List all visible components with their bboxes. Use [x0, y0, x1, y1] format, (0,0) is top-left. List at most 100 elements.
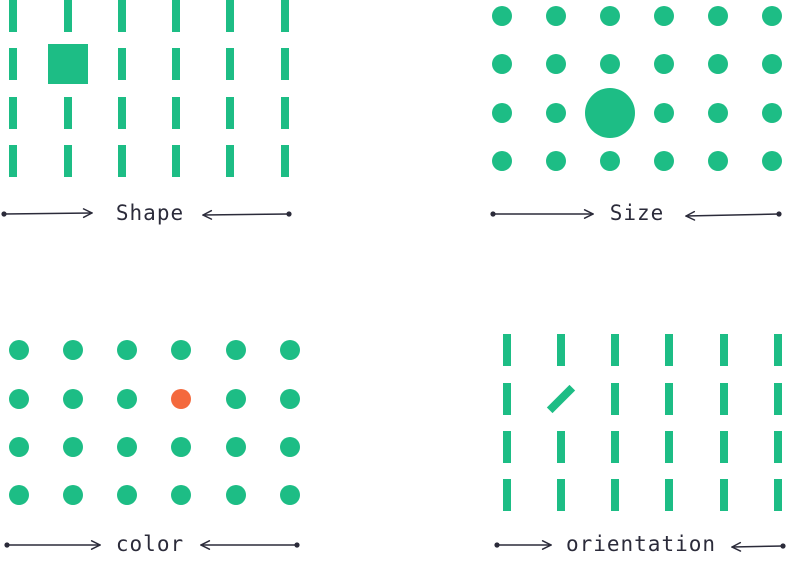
grid-bar-mark: [611, 431, 619, 463]
orientation-caption: orientation: [494, 532, 786, 556]
grid-bar-mark: [118, 97, 126, 129]
grid-bar-mark: [665, 431, 673, 463]
grid-dot-mark: [63, 485, 83, 505]
grid-bar-mark: [611, 334, 619, 366]
grid-dot-mark: [9, 437, 29, 457]
right-arrow-dot: [294, 542, 300, 548]
grid-bar-mark: [9, 48, 17, 80]
panel-orientation: orientation: [494, 334, 786, 556]
grid-dot-mark: [117, 485, 137, 505]
grid-dot-mark: [762, 54, 782, 74]
grid-dot-mark: [762, 6, 782, 26]
panel-shape: Shape: [1, 0, 292, 225]
grid-dot-mark: [708, 151, 728, 171]
grid-dot-mark: [492, 54, 512, 74]
grid-bar-mark: [557, 431, 565, 463]
grid-bar-mark: [720, 479, 728, 511]
left-arrow-dot: [4, 542, 10, 548]
grid-dot-mark: [654, 54, 674, 74]
grid-dot-mark: [226, 389, 246, 409]
grid-bar-mark: [503, 431, 511, 463]
grid-dot-mark: [654, 103, 674, 123]
grid-bar-mark: [503, 334, 511, 366]
right-arrow-dot: [286, 211, 292, 217]
panel-label-shape: Shape: [116, 201, 184, 225]
grid-bar-mark: [774, 431, 782, 463]
grid-bar-mark: [281, 145, 289, 177]
grid-bar-mark: [611, 479, 619, 511]
grid-bar-mark: [226, 97, 234, 129]
grid-bar-mark: [118, 145, 126, 177]
grid-bar-mark: [557, 479, 565, 511]
grid-dot-mark: [600, 54, 620, 74]
grid-bar-mark: [64, 97, 72, 129]
grid-bar-mark: [720, 334, 728, 366]
grid-bar-mark: [9, 97, 17, 129]
grid-bar-mark: [503, 383, 511, 415]
grid-bar-mark: [281, 0, 289, 32]
grid-bar-mark: [118, 0, 126, 32]
grid-dot-mark: [762, 151, 782, 171]
panel-size: Size: [490, 6, 782, 225]
grid-dot-mark: [654, 151, 674, 171]
grid-dot-mark: [9, 340, 29, 360]
grid-dot-mark: [9, 389, 29, 409]
grid-dot-mark: [117, 389, 137, 409]
color-grid: [9, 340, 300, 505]
grid-dot-mark: [492, 151, 512, 171]
color-caption: color: [4, 532, 300, 556]
panel-label-orientation: orientation: [566, 532, 716, 556]
grid-bar-mark: [665, 479, 673, 511]
grid-dot-mark: [171, 485, 191, 505]
grid-dot-mark: [171, 340, 191, 360]
grid-dot-mark: [280, 485, 300, 505]
grid-bar-mark: [774, 383, 782, 415]
panel-label-size: Size: [610, 201, 665, 225]
grid-dot-mark: [280, 389, 300, 409]
grid-bar-mark: [9, 145, 17, 177]
grid-bar-mark: [665, 334, 673, 366]
left-arrow-line: [3, 213, 92, 214]
grid-bar-mark: [226, 48, 234, 80]
grid-bar-mark: [172, 48, 180, 80]
grid-bar-mark: [9, 0, 17, 32]
grid-dot-mark: [708, 103, 728, 123]
grid-dot-mark: [492, 103, 512, 123]
grid-dot-mark: [654, 6, 674, 26]
grid-dot-mark: [546, 103, 566, 123]
grid-dot-mark: [708, 6, 728, 26]
grid-bar-mark: [118, 48, 126, 80]
grid-dot-mark: [600, 151, 620, 171]
grid-dot-mark: [492, 6, 512, 26]
left-arrow-dot: [1, 211, 7, 217]
grid-bar-mark: [611, 383, 619, 415]
grid-bar-mark: [226, 0, 234, 32]
grid-dot-mark: [708, 54, 728, 74]
panel-color: color: [4, 340, 300, 556]
right-arrow-line: [203, 214, 290, 215]
size-caption: Size: [490, 201, 782, 225]
grid-bar-mark: [281, 97, 289, 129]
grid-bar-mark: [557, 334, 565, 366]
grid-dot-mark: [117, 437, 137, 457]
grid-bar-mark: [665, 383, 673, 415]
grid-dot-mark: [63, 389, 83, 409]
grid-tilted-bar-mark: [546, 384, 576, 414]
grid-dot-mark: [117, 340, 137, 360]
grid-bar-mark: [774, 334, 782, 366]
grid-square-mark: [48, 44, 88, 84]
grid-bar-mark: [720, 383, 728, 415]
grid-bar-mark: [64, 0, 72, 32]
left-arrow-dot: [490, 211, 496, 217]
right-arrow-line: [686, 214, 780, 216]
grid-bar-mark: [226, 145, 234, 177]
grid-bar-mark: [64, 145, 72, 177]
grid-dot-mark: [226, 437, 246, 457]
grid-dot-mark: [63, 437, 83, 457]
grid-bar-mark: [172, 145, 180, 177]
grid-dot-mark: [226, 485, 246, 505]
grid-dot-mark: [9, 485, 29, 505]
orientation-grid: [503, 334, 782, 511]
grid-bar-mark: [281, 48, 289, 80]
